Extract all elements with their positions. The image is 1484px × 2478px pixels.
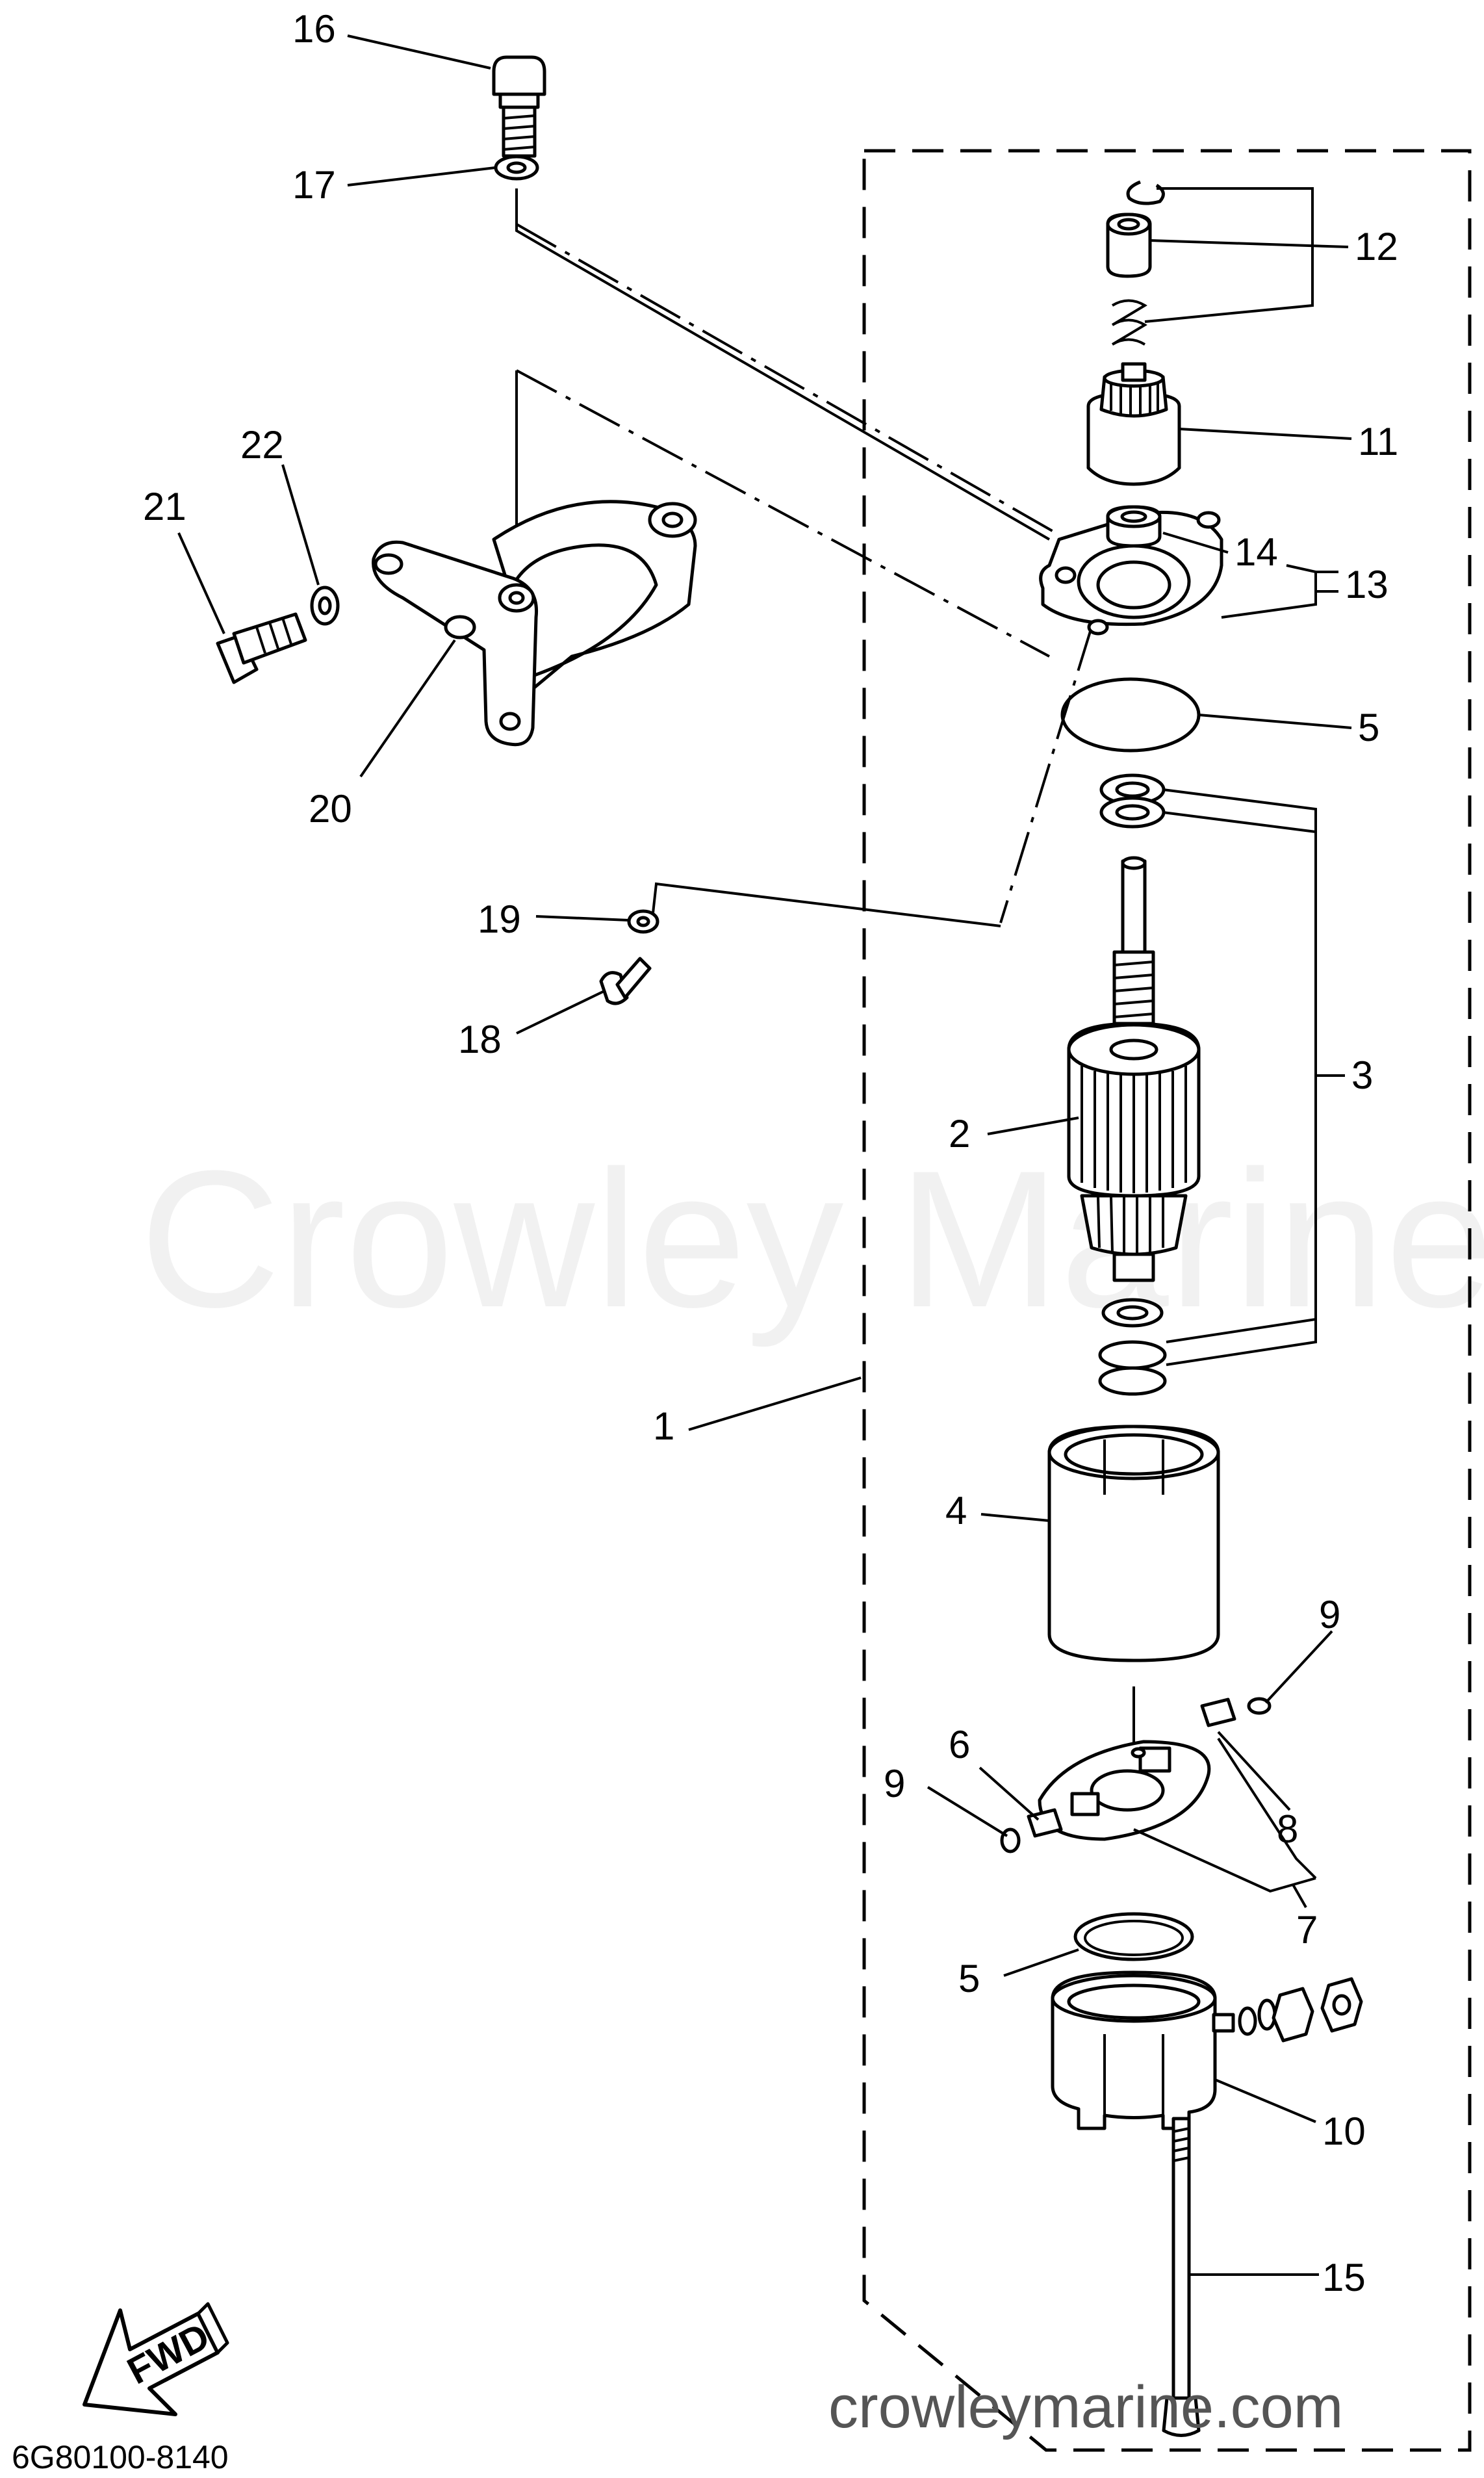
part-spring-9-left — [1000, 1827, 1021, 1853]
assembly-line-screw-19 — [652, 882, 1001, 927]
bracket-callout-3 — [1162, 788, 1345, 1366]
leader-12a — [1149, 239, 1349, 248]
part-brush-8 — [1200, 1697, 1236, 1727]
leader-9b — [927, 1786, 1008, 1837]
part-yoke-4 — [1047, 1425, 1220, 1662]
callout-17: 17 — [292, 163, 336, 207]
callout-11: 11 — [1358, 420, 1398, 463]
part-washer-19 — [627, 909, 659, 934]
callout-1: 1 — [653, 1404, 674, 1448]
callout-6: 6 — [949, 1723, 970, 1766]
part-bracket-20 — [372, 500, 697, 747]
callout-4: 4 — [945, 1489, 967, 1532]
callout-5-lower: 5 — [958, 1957, 980, 2000]
leader-20 — [359, 639, 456, 778]
leader-2 — [987, 1116, 1079, 1135]
leader-13 — [1221, 564, 1338, 619]
alignment-line-c — [999, 626, 1093, 923]
part-washers-3-lower — [1098, 1298, 1167, 1396]
leader-21 — [177, 532, 225, 634]
leader-11 — [1179, 428, 1352, 440]
callout-9-right: 9 — [1319, 1593, 1340, 1636]
callout-7: 7 — [1296, 1908, 1318, 1952]
part-bolt-16 — [492, 55, 546, 158]
assembly-line-bolt-16 — [515, 188, 1051, 541]
part-bolt-21 — [216, 612, 307, 684]
leader-1 — [688, 1376, 862, 1431]
part-washer-22 — [310, 586, 340, 626]
callout-15: 15 — [1322, 2256, 1366, 2299]
callout-12: 12 — [1355, 225, 1398, 268]
callout-16: 16 — [292, 7, 336, 51]
leader-8 — [1217, 1731, 1291, 1811]
part-screw-18 — [599, 957, 652, 1005]
leader-19 — [535, 915, 630, 922]
leader-18 — [516, 990, 605, 1035]
part-brush-6 — [1027, 1808, 1063, 1838]
part-through-bolt-15 — [1162, 2117, 1201, 2437]
callout-22: 22 — [240, 423, 284, 467]
part-end-housing-13 — [1039, 510, 1223, 636]
callout-14: 14 — [1235, 530, 1278, 574]
watermark-text: Crowley Marine — [140, 1129, 1484, 1349]
leader-22 — [281, 464, 320, 586]
assembly-boundary — [862, 149, 1472, 2452]
leader-16 — [347, 34, 491, 70]
part-bushing-14 — [1106, 505, 1162, 548]
callout-9-left: 9 — [884, 1762, 905, 1805]
fwd-label: FWD — [121, 2315, 216, 2392]
bracket-callout-7 — [1133, 1737, 1317, 1908]
site-url: crowleymarine.com — [828, 2374, 1343, 2440]
callout-3: 3 — [1351, 1053, 1373, 1097]
leader-5a — [1198, 714, 1352, 729]
part-end-cover-10 — [1051, 1970, 1363, 2130]
part-clip-collar-spring-12 — [1106, 180, 1165, 346]
part-spring-9-right — [1247, 1697, 1272, 1715]
callout-10: 10 — [1322, 2110, 1366, 2153]
callout-18: 18 — [458, 1018, 502, 1061]
part-o-ring-5-upper — [1060, 677, 1201, 753]
callout-2: 2 — [949, 1112, 970, 1155]
leader-4 — [980, 1513, 1050, 1522]
leader-12b — [1144, 187, 1314, 323]
callout-5-upper: 5 — [1358, 706, 1379, 749]
part-pinion-gear-11 — [1086, 362, 1181, 486]
alignment-line-b — [516, 369, 1050, 658]
callout-20: 20 — [309, 787, 352, 831]
callout-21: 21 — [143, 485, 186, 528]
callout-8: 8 — [1277, 1807, 1298, 1851]
alignment-line-a — [516, 223, 1056, 534]
fwd-arrow-icon: FWD — [83, 2302, 229, 2416]
leader-6 — [979, 1766, 1040, 1821]
diagram-code: 6G80100-8140 — [12, 2439, 229, 2475]
leader-10 — [1214, 2078, 1316, 2123]
part-brush-plate-7 — [1038, 1740, 1211, 1841]
part-washers-3-upper — [1099, 773, 1166, 829]
leader-5b — [1003, 1948, 1079, 1977]
part-washer-17 — [494, 155, 539, 181]
leader-17 — [347, 166, 496, 187]
part-o-ring-5-lower — [1073, 1912, 1194, 1961]
part-armature-2 — [1067, 856, 1201, 1282]
leader-14 — [1162, 532, 1229, 554]
callout-13: 13 — [1345, 563, 1388, 606]
callout-19: 19 — [478, 897, 521, 941]
leader-9a — [1264, 1630, 1333, 1704]
